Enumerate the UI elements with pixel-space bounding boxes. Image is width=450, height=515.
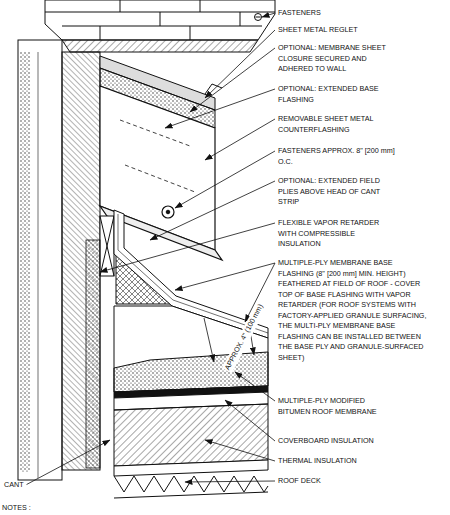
callout-label: OPTIONAL: EXTENDED FIELD PLIES ABOVE HEA… (278, 176, 398, 208)
vapor-retarder-insulation (86, 240, 100, 468)
wood-nailer (100, 216, 114, 276)
callout-label: CANT (4, 480, 44, 491)
leader-line (27, 440, 110, 485)
callout-label: MULTIPLE-PLY MODIFIED BITUMEN ROOF MEMBR… (278, 396, 398, 417)
leader-line (165, 89, 275, 128)
leader-line (225, 400, 275, 441)
vapor-retarder-insulation (86, 240, 100, 468)
leader-line (205, 119, 275, 160)
masonry-coping (120, 0, 121, 12)
callout-label: THERMAL INSULATION (278, 456, 398, 467)
fastener-head (255, 14, 262, 21)
masonry-coping (190, 26, 191, 40)
counterflashing (125, 165, 195, 192)
callout-label: MULTIPLE-PLY MEMBRANE BASE FLASHING (8" … (278, 258, 428, 363)
leader-line (100, 223, 275, 272)
masonry-wall (20, 52, 30, 472)
fastener-head (255, 14, 262, 21)
callout-label: REMOVABLE SHEET METAL COUNTERFLASHING (278, 114, 398, 135)
leader-line (150, 181, 275, 240)
masonry-coping (62, 26, 262, 27)
dimension-label: APPROX. 4" (100 mm) (222, 302, 267, 373)
callout-label: SHEET METAL REGLET (278, 25, 428, 36)
roof-section-layers (114, 492, 268, 498)
callout-label: COVERBOARD INSULATION (278, 436, 398, 447)
callout-label: OPTIONAL: EXTENDED BASE FLASHING (278, 84, 398, 105)
callout-label: OPTIONAL: MEMBRANE SHEET CLOSURE SECURED… (278, 43, 398, 75)
masonry-coping (62, 40, 258, 52)
masonry-coping (45, 0, 275, 52)
masonry-coping (160, 12, 161, 26)
leader-line (190, 48, 275, 112)
fastener-head (256, 17, 261, 18)
wood-nailer (100, 216, 114, 276)
callout-label: FLEXIBLE VAPOR RETARDER WITH COMPRESSIBL… (278, 218, 398, 250)
masonry-wall (38, 52, 39, 478)
leader-lines (27, 13, 275, 485)
leader-line (205, 30, 275, 98)
leader-line (175, 263, 275, 290)
wood-nailer (100, 216, 114, 276)
roof-section-layers (114, 460, 268, 476)
counterflashing-fastener (162, 206, 174, 218)
leader-line (262, 13, 275, 17)
callout-label: FASTENERS (278, 8, 428, 19)
leader-line (185, 481, 275, 482)
callout-label: FASTENERS APPROX. 8" [200 mm] O.C. (278, 146, 398, 167)
dimension-lines (204, 318, 214, 362)
masonry-wall (18, 40, 62, 480)
masonry-coping (200, 0, 201, 12)
roof-section-layers (114, 404, 268, 466)
counterflashing (120, 120, 190, 146)
leader-line (235, 372, 275, 401)
masonry-coping (45, 0, 275, 40)
masonry-coping (100, 26, 101, 40)
roof-section-layers (114, 476, 268, 492)
sheet-metal-reglet (205, 84, 222, 94)
masonry-wall (62, 52, 100, 470)
callout-label: ROOF DECK (278, 476, 398, 487)
leader-line (205, 440, 275, 461)
masonry-coping (240, 12, 241, 26)
leader-line (175, 151, 275, 208)
masonry-wall (18, 40, 100, 480)
notes-heading: NOTES : (2, 503, 62, 514)
roof-membrane (114, 352, 268, 392)
counterflashing-fastener (166, 210, 170, 214)
counterflashing-fastener (162, 206, 174, 218)
